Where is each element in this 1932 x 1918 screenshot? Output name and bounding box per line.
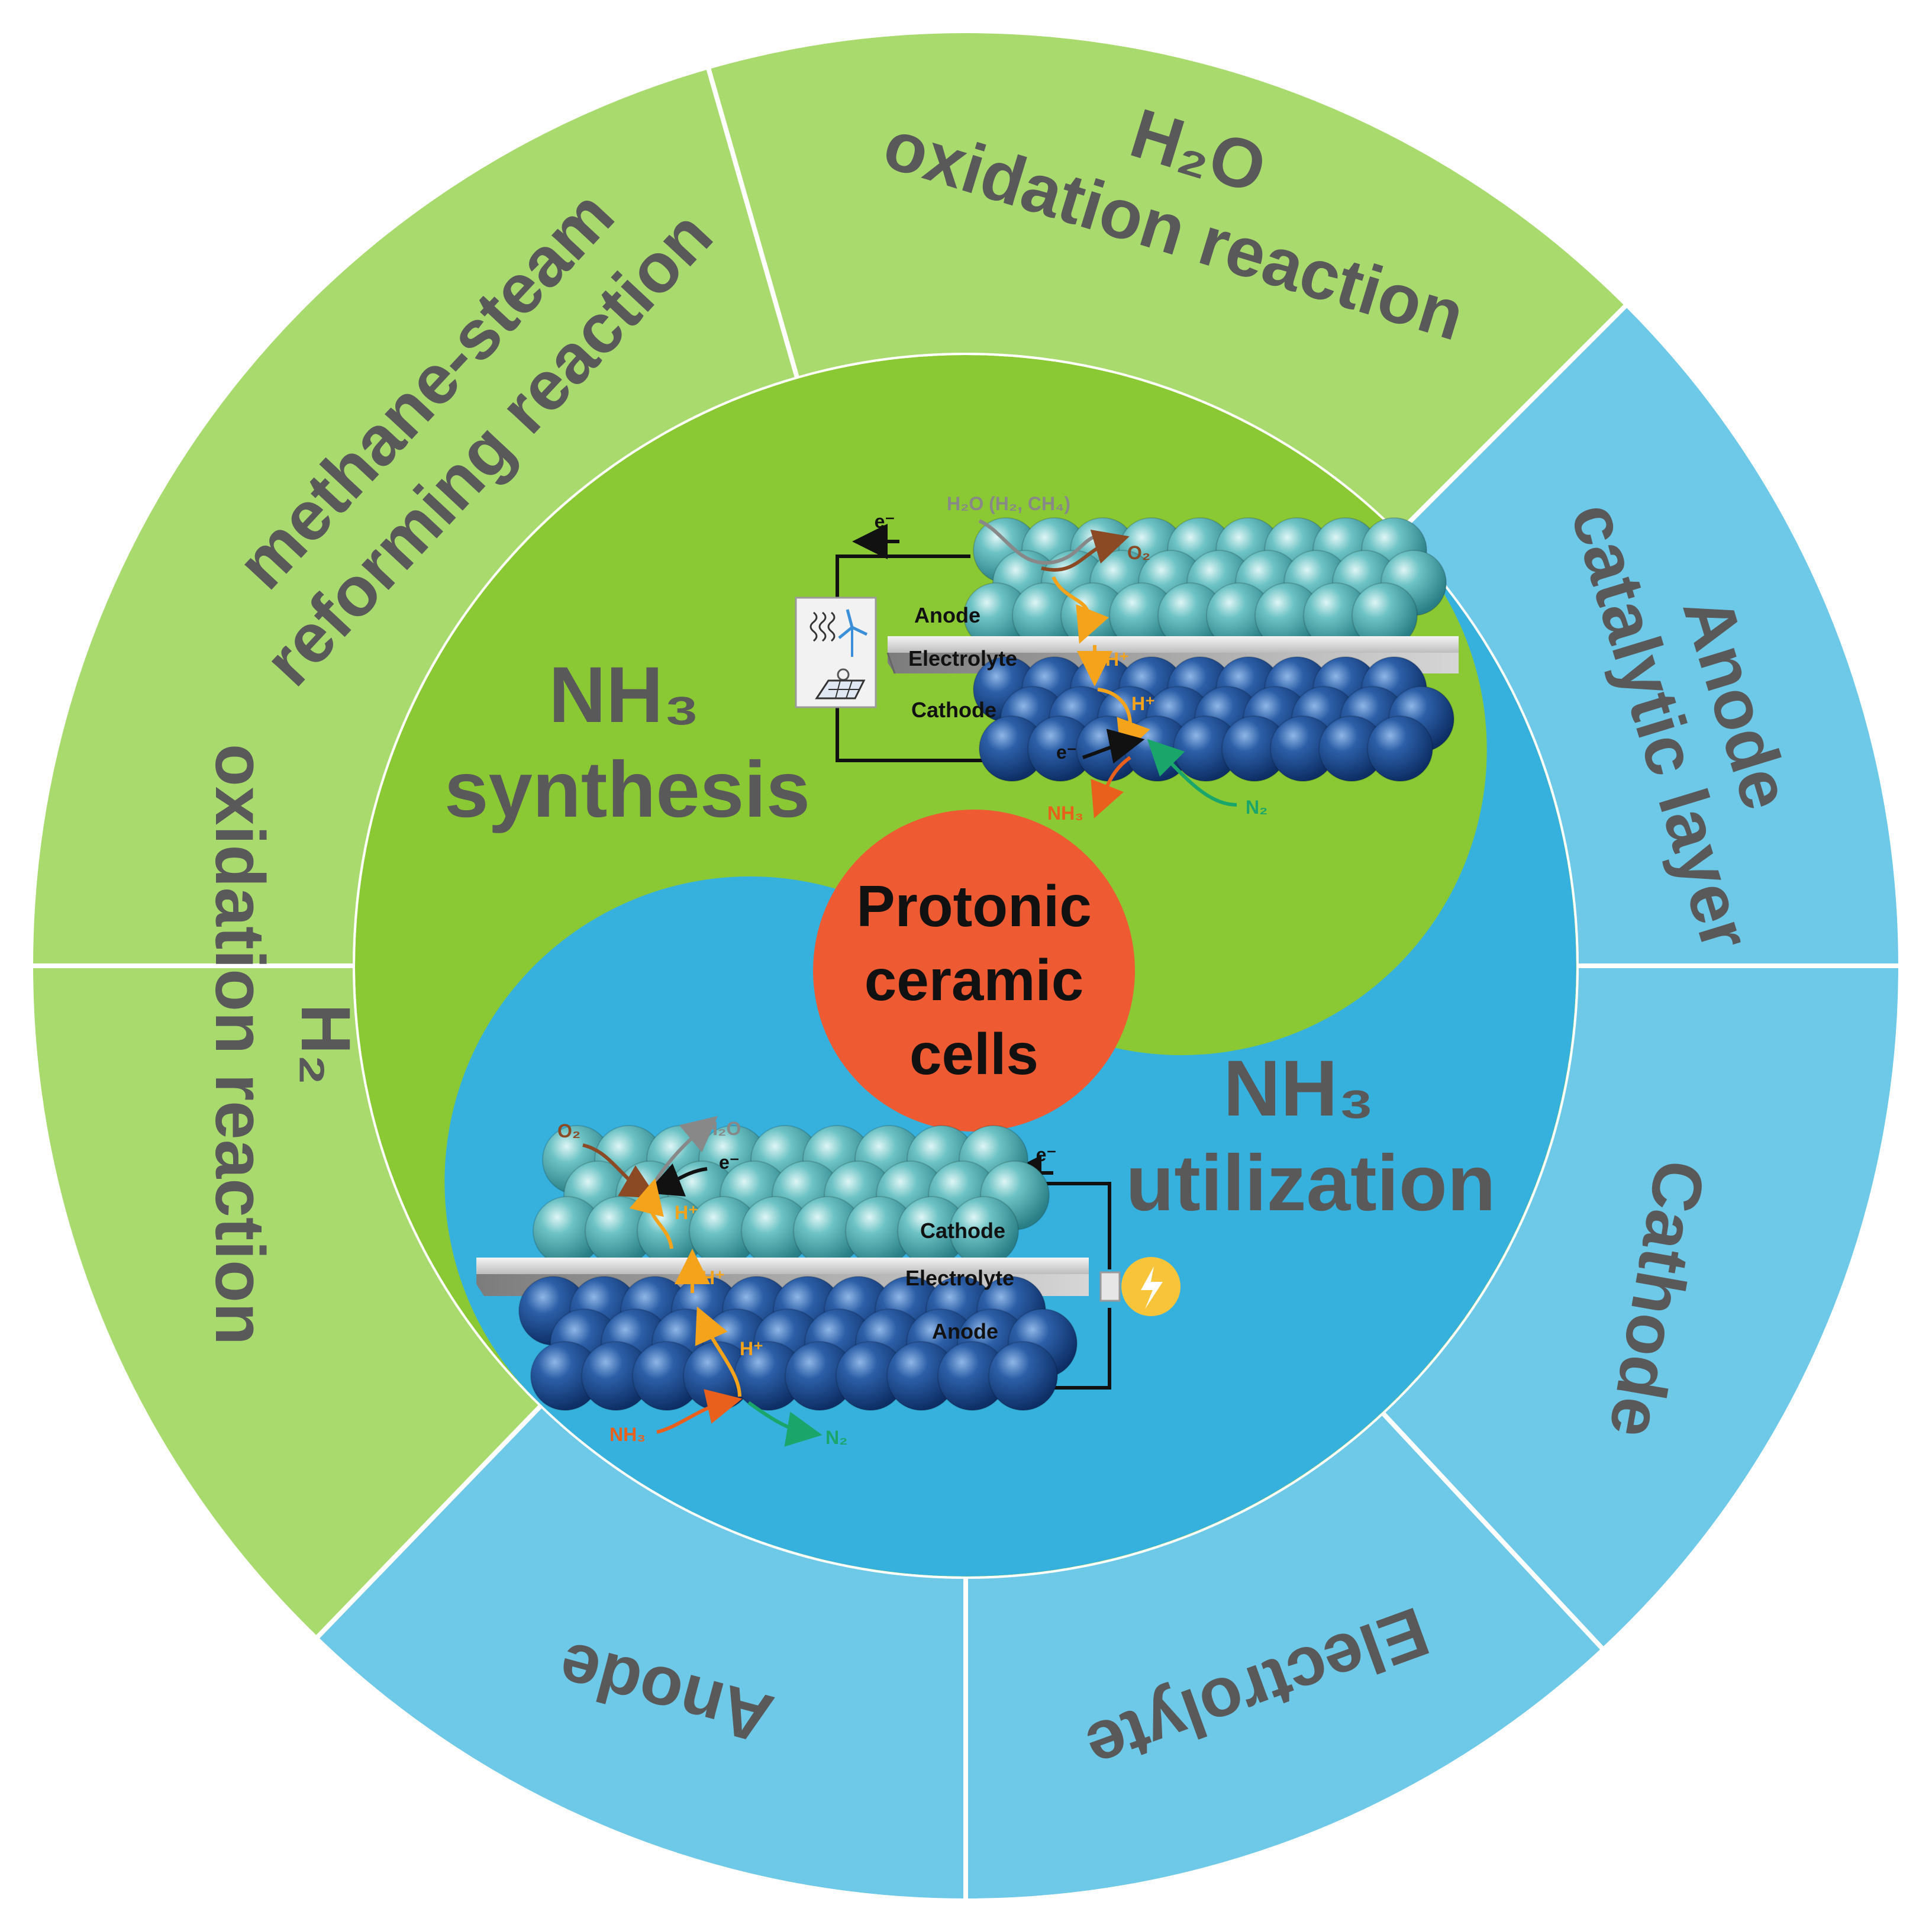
utilization-o2-label: O₂ — [557, 1120, 580, 1142]
particle-sphere — [988, 1341, 1058, 1411]
synthesis-feed-arrow — [978, 519, 1107, 565]
utilization-anode-label: Anode — [932, 1319, 998, 1343]
renewable-source-box — [795, 597, 877, 708]
core-line3: cells — [909, 1021, 1038, 1087]
utilization-nh3-label: NH₃ — [609, 1424, 646, 1445]
outer-ring — [28, 28, 1904, 1904]
synthesis-cathode-label: Cathode — [911, 698, 996, 722]
particle-sphere — [1367, 715, 1433, 782]
synthesis-cell: e⁻ Anode Electrolyte Ca — [795, 493, 1459, 824]
synthesis-electron-cathode-label: e⁻ — [1056, 742, 1077, 763]
utilization-cell: e⁻ Cathode Electrolyte Anode O₂ H₂O e⁻ H… — [476, 1116, 1181, 1448]
nh3-synthesis-line1: NH₃ — [549, 651, 700, 739]
nh3-utilization-line2: utilization — [1125, 1139, 1495, 1227]
utilization-h-plus-arrow-1 — [629, 1178, 673, 1249]
synthesis-electron-cathode-arrow — [1082, 728, 1145, 764]
synthesis-o2-label: O₂ — [1127, 542, 1150, 563]
utilization-h-plus-label-1: H⁺ — [675, 1202, 698, 1223]
utilization-electrolyte-label: Electrolyte — [905, 1266, 1014, 1290]
nh3-utilization-label: NH₃ utilization — [1125, 1045, 1495, 1227]
utilization-electron-cathode-arrow — [646, 1163, 708, 1197]
synthesis-circuit-bottom — [836, 707, 982, 762]
utilization-cathode-spheres — [533, 1125, 1050, 1266]
utilization-n2-label: N₂ — [825, 1427, 847, 1448]
utilization-h2o-label: H₂O — [704, 1118, 741, 1139]
utilization-nh3-arrow — [656, 1389, 743, 1434]
synthesis-circuit-top — [836, 555, 970, 598]
synthesis-n2-label: N₂ — [1246, 797, 1267, 818]
synthesis-nh3-label: NH₃ — [1047, 802, 1083, 824]
synthesis-h-plus-arrow-1 — [1052, 576, 1109, 644]
synthesis-n2-arrow — [1147, 739, 1237, 807]
synthesis-cathode-spheres — [973, 656, 1454, 782]
core-line2: ceramic — [865, 947, 1084, 1013]
utilization-electron-top-label: e⁻ — [1036, 1144, 1057, 1165]
synthesis-electron-top-label: e⁻ — [875, 511, 895, 532]
utilization-electron-cathode-label: e⁻ — [719, 1152, 740, 1173]
utilization-cathode-label: Cathode — [920, 1219, 1005, 1243]
core: Protonic ceramic cells — [813, 810, 1135, 1132]
core-line1: Protonic — [856, 873, 1091, 939]
utilization-n2-arrow — [747, 1401, 823, 1447]
segment-h2-line2: oxidation reaction — [201, 744, 279, 1345]
segment-h2-label: H₂ oxidation reaction — [201, 744, 365, 1345]
synthesis-feed-label: H₂O (H₂, CH₄) — [947, 493, 1070, 514]
synthesis-anode-label: Anode — [914, 603, 980, 627]
core-circle — [813, 810, 1135, 1132]
wind-turbine-icon — [809, 609, 868, 657]
utilization-electrolyte-slab — [476, 1258, 1089, 1296]
nh3-synthesis-line2: synthesis — [444, 746, 810, 834]
light-bulb-icon — [1099, 1257, 1181, 1316]
synthesis-electrolyte-label: Electrolyte — [908, 646, 1017, 671]
synthesis-nh3-arrow — [1091, 756, 1131, 818]
utilization-h-plus-label-2: H⁺ — [701, 1267, 725, 1288]
segment-h2-line1: H₂ — [286, 1004, 365, 1085]
nh3-utilization-line1: NH₃ — [1223, 1045, 1375, 1133]
segment-cathode — [1379, 963, 1904, 1653]
utilization-h-plus-label-3: H⁺ — [740, 1338, 763, 1359]
solar-panel-icon — [815, 668, 866, 699]
synthesis-h-plus-label-2: H⁺ — [1131, 693, 1155, 714]
utilization-anode-spheres — [518, 1276, 1078, 1411]
nh3-synthesis-label: NH₃ synthesis — [444, 651, 810, 834]
synthesis-anode-spheres — [963, 517, 1447, 649]
synthesis-h-plus-label-1: H⁺ — [1105, 649, 1129, 670]
synthesis-o2-arrow — [1041, 529, 1130, 572]
utilization-h-plus-arrow-3 — [695, 1306, 741, 1397]
